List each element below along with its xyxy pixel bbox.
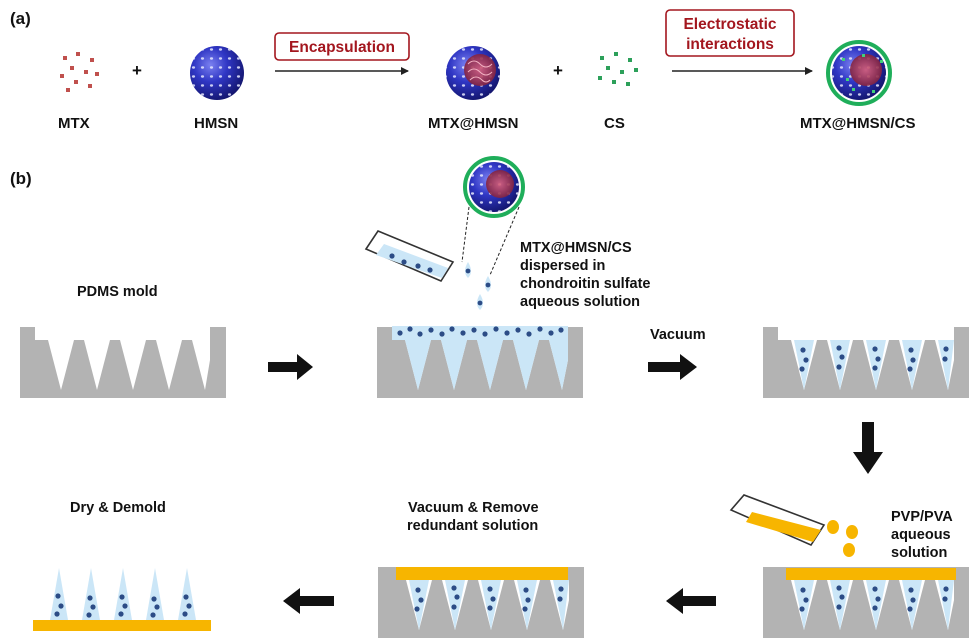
mold-with-filled-tips	[763, 327, 969, 398]
vacuum-label: Vacuum	[650, 327, 706, 343]
hmsn-sphere-icon	[190, 46, 244, 100]
label-mtx-hmsn-cs: MTX@HMSN/CS	[800, 115, 915, 132]
plus-sign-2: +	[553, 61, 563, 80]
filled-cavities	[794, 340, 954, 390]
pdms-mold-label: PDMS mold	[77, 284, 158, 300]
dispersion-label-4: aqueous solution	[520, 294, 640, 310]
process-arrow-1	[268, 354, 313, 380]
label-hmsn: HMSN	[194, 115, 238, 132]
microneedle-array	[50, 568, 196, 620]
electrostatic-label-2: interactions	[686, 36, 774, 53]
dispersion-label-3: chondroitin sulfate	[520, 276, 651, 292]
electrostatic-label-1: Electrostatic	[683, 16, 776, 33]
mtx-loaded-hmsn-icon	[446, 46, 500, 100]
process-arrow-2	[648, 354, 697, 380]
electrostatic-box	[665, 9, 795, 57]
pvp-pva-label-3: solution	[891, 545, 947, 561]
panel-b-label: (b)	[10, 169, 32, 188]
mtx-hmsn-cs-icon	[826, 40, 892, 106]
mold-with-backing-4	[763, 567, 969, 638]
encapsulation-label: Encapsulation	[289, 39, 395, 56]
zoom-line-right	[489, 206, 520, 276]
pvp-pva-beaker-icon	[729, 494, 826, 547]
label-mtx-hmsn: MTX@HMSN	[428, 115, 518, 132]
tips-4	[794, 580, 954, 630]
encapsulation-box	[274, 32, 410, 61]
inset-particle-icon	[463, 156, 525, 218]
falling-droplets-icon	[465, 262, 491, 310]
label-mtx: MTX	[58, 115, 90, 132]
pvp-pva-label-1: PVP/PVA	[891, 509, 953, 525]
backing-layer-4	[786, 568, 956, 580]
mold-with-backing-5	[378, 567, 584, 638]
yellow-droplets-icon	[827, 520, 858, 557]
mtx-molecules-icon	[60, 52, 99, 92]
tips-5	[409, 580, 569, 630]
plus-sign: +	[132, 61, 142, 80]
beaker-pouring-icon	[364, 230, 455, 283]
dispersion-label-1: MTX@HMSN/CS	[520, 240, 632, 256]
chondroitin-sulfate-icon	[598, 52, 638, 86]
microneedle-base	[33, 620, 211, 631]
process-arrow-down	[853, 422, 883, 474]
process-arrow-4	[283, 588, 334, 614]
pvp-pva-label-2: aqueous	[891, 527, 951, 543]
remove-label-2: redundant solution	[407, 518, 538, 534]
zoom-line-left	[461, 206, 470, 263]
panel-a-label: (a)	[10, 9, 31, 28]
particles-on-surface	[397, 326, 564, 337]
dispersion-label-2: dispersed in	[520, 258, 605, 274]
process-arrow-3	[666, 588, 716, 614]
pdms-mold	[20, 327, 226, 398]
backing-layer-5	[396, 567, 568, 580]
mold-with-solution	[377, 327, 583, 398]
demold-label: Dry & Demold	[70, 500, 166, 516]
remove-label-1: Vacuum & Remove	[408, 500, 539, 516]
solution-layer	[392, 326, 568, 390]
label-cs: CS	[604, 115, 625, 132]
